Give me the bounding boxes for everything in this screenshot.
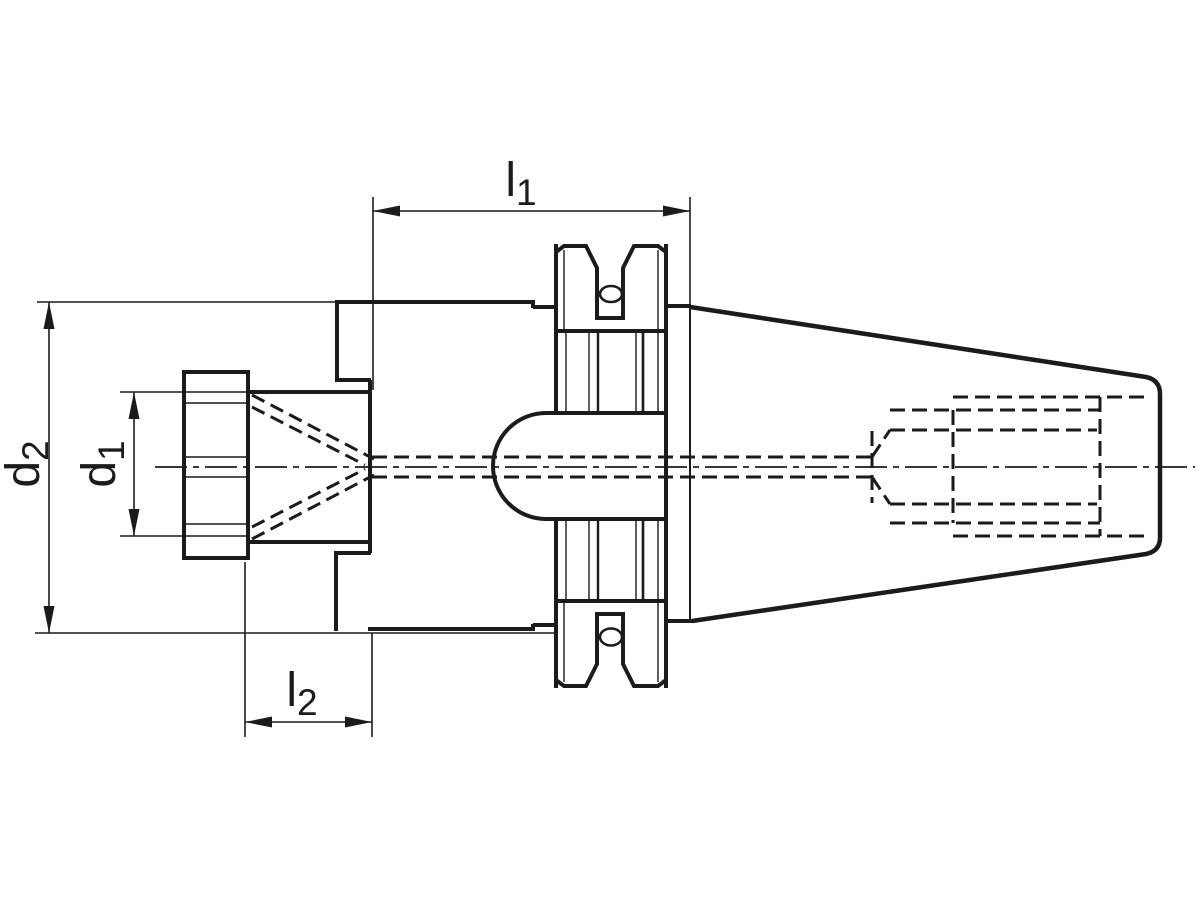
- flange-capsule: [491, 411, 666, 521]
- dimension-d2: [35, 301, 556, 634]
- label-d1: d1: [73, 440, 132, 488]
- hidden-thread-bore: [372, 395, 1145, 538]
- hidden-internal-taper: [251, 393, 375, 541]
- label-l2: l2: [286, 664, 318, 723]
- label-d2: d2: [0, 440, 56, 488]
- dimension-l1: [372, 197, 691, 390]
- taper-shank: [689, 304, 1163, 624]
- drive-slot-hole-bottom: [598, 627, 624, 647]
- flange-bottom-band: [554, 599, 668, 688]
- dimension-l2: [244, 562, 373, 737]
- dimension-d1: [120, 391, 248, 537]
- flange-top-band: [554, 244, 668, 333]
- flange: [491, 244, 668, 688]
- pilot-spigot: [182, 370, 250, 560]
- main-body: [334, 300, 557, 631]
- drive-slot-hole-top: [598, 284, 624, 304]
- label-l1: l1: [505, 154, 537, 213]
